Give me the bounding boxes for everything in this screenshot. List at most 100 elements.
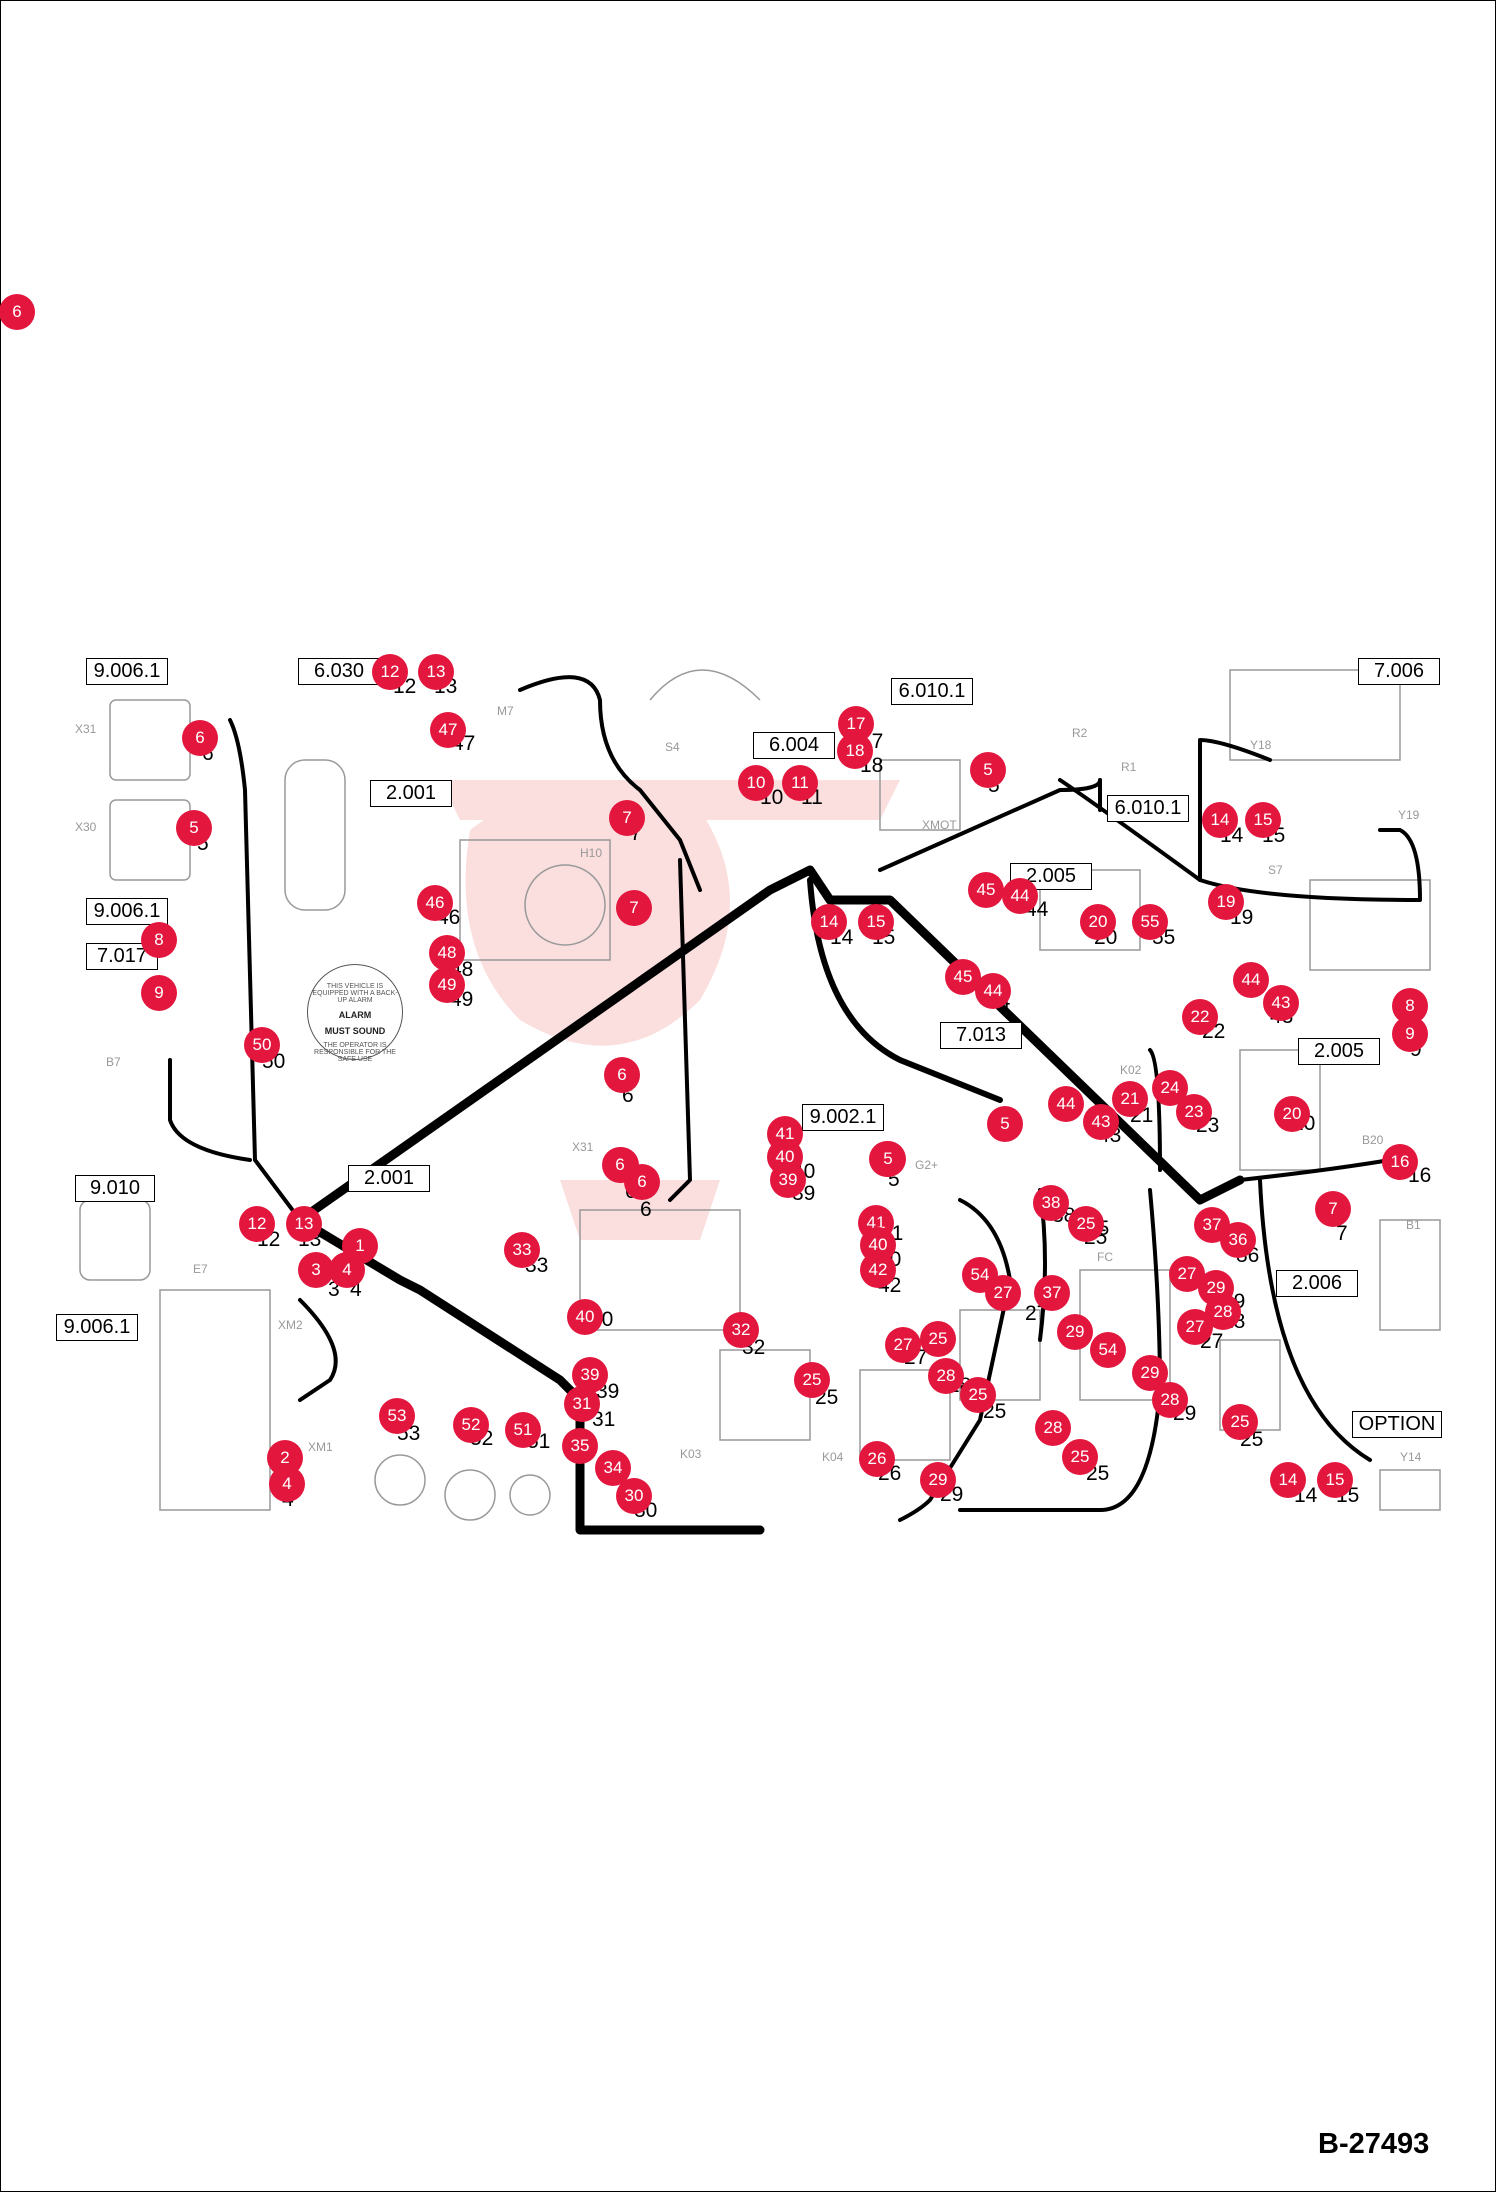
callout[interactable]: 11 [782, 765, 818, 801]
callout[interactable]: 31 [564, 1386, 600, 1422]
callout[interactable]: 20 [1080, 904, 1116, 940]
callout[interactable]: 44 [1233, 962, 1269, 998]
callout[interactable]: 22 [1182, 999, 1218, 1035]
callout[interactable]: 35 [562, 1428, 598, 1464]
callout[interactable]: 9 [141, 975, 177, 1011]
callout[interactable]: 6 [602, 1147, 638, 1183]
harness [168, 675, 1422, 1535]
reference-box: 7.006 [1358, 658, 1440, 685]
callout[interactable]: 38 [1033, 1185, 1069, 1221]
callout[interactable]: 48 [429, 935, 465, 971]
callout[interactable]: 40 [567, 1299, 603, 1335]
callout[interactable]: 28 [928, 1358, 964, 1394]
callout[interactable]: 8 [141, 922, 177, 958]
callout[interactable]: 4 [329, 1252, 365, 1288]
callout[interactable]: 44 [975, 973, 1011, 1009]
alarm-decal-line1: ALARM [338, 1010, 372, 1020]
callout[interactable]: 36 [1220, 1222, 1256, 1258]
callout[interactable]: 7 [1315, 1191, 1351, 1227]
callout[interactable]: 13 [418, 654, 454, 690]
component-label: XM2 [278, 1318, 303, 1332]
callout[interactable]: 49 [429, 967, 465, 1003]
callout[interactable]: 15 [1317, 1462, 1353, 1498]
part-number: 4 [350, 1278, 362, 1301]
callout[interactable]: 9 [1392, 1016, 1428, 1052]
callout[interactable]: 30 [616, 1478, 652, 1514]
callout[interactable]: 13 [286, 1206, 322, 1242]
reference-box: 6.004 [753, 732, 835, 759]
callout[interactable]: 3 [298, 1252, 334, 1288]
component-label: K04 [822, 1450, 844, 1464]
callout[interactable]: 53 [379, 1398, 415, 1434]
callout[interactable]: 20 [1274, 1096, 1310, 1132]
component-label: R1 [1121, 760, 1137, 774]
callout[interactable]: 55 [1132, 904, 1168, 940]
callout[interactable]: 25 [1222, 1404, 1258, 1440]
callout[interactable]: 43 [1263, 985, 1299, 1021]
callout[interactable]: 43 [1083, 1104, 1119, 1140]
callout[interactable]: 29 [920, 1462, 956, 1498]
reference-box: 9.006.1 [86, 898, 168, 925]
callout[interactable]: 45 [968, 872, 1004, 908]
callout[interactable]: 27 [985, 1275, 1021, 1311]
callout[interactable]: 12 [372, 654, 408, 690]
callout[interactable]: 47 [430, 712, 466, 748]
drawing-number: B-27493 [1318, 2128, 1430, 2160]
callout[interactable]: 14 [811, 904, 847, 940]
callout[interactable]: 24 [1152, 1070, 1188, 1106]
callout[interactable]: 25 [920, 1321, 956, 1357]
callout[interactable]: 6 [604, 1057, 640, 1093]
callout[interactable]: 19 [1208, 884, 1244, 920]
callout[interactable]: 52 [453, 1407, 489, 1443]
callout[interactable]: 27 [1177, 1309, 1213, 1345]
component-label: Y14 [1400, 1450, 1422, 1464]
callout[interactable]: 28 [1035, 1410, 1071, 1446]
callout[interactable]: 6 [0, 294, 35, 330]
callout[interactable]: 6 [182, 720, 218, 756]
callout[interactable]: 25 [960, 1377, 996, 1413]
callout[interactable]: 33 [504, 1232, 540, 1268]
callout[interactable]: 23 [1176, 1094, 1212, 1130]
callout[interactable]: 15 [1245, 802, 1281, 838]
callout[interactable]: 5 [987, 1106, 1023, 1142]
callout[interactable]: 26 [859, 1441, 895, 1477]
callout[interactable]: 42 [860, 1252, 896, 1288]
callout[interactable]: 54 [1090, 1332, 1126, 1368]
callout[interactable]: 6 [624, 1164, 660, 1200]
callout[interactable]: 50 [244, 1027, 280, 1063]
part-number: 6 [622, 1084, 634, 1107]
callout[interactable]: 44 [1048, 1086, 1084, 1122]
reference-box: 9.010 [75, 1175, 155, 1202]
reference-box: 2.005 [1010, 863, 1092, 890]
callout[interactable]: 28 [1152, 1382, 1188, 1418]
callout[interactable]: 18 [837, 733, 873, 769]
callout[interactable]: 7 [616, 890, 652, 926]
callout[interactable]: 25 [794, 1362, 830, 1398]
callout[interactable]: 44 [1002, 878, 1038, 914]
callout[interactable]: 7 [609, 800, 645, 836]
callout[interactable]: 5 [970, 752, 1006, 788]
callout[interactable]: 5 [870, 1141, 906, 1177]
callout[interactable]: 21 [1112, 1081, 1148, 1117]
callout[interactable]: 27 [885, 1327, 921, 1363]
callout[interactable]: 15 [858, 904, 894, 940]
callout[interactable]: 16 [1382, 1144, 1418, 1180]
callout[interactable]: 25 [1062, 1439, 1098, 1475]
component-label: Y19 [1398, 808, 1420, 822]
callout[interactable]: 14 [1202, 802, 1238, 838]
callout[interactable]: 12 [239, 1206, 275, 1242]
callout[interactable]: 4 [269, 1466, 305, 1502]
callout[interactable]: 14 [1270, 1462, 1306, 1498]
callout[interactable]: 37 [1194, 1207, 1230, 1243]
reference-box: 2.005 [1298, 1038, 1380, 1065]
callout[interactable]: 29 [1057, 1314, 1093, 1350]
watermark [440, 780, 900, 1240]
callout[interactable]: 46 [417, 885, 453, 921]
callout[interactable]: 37 [1034, 1275, 1070, 1311]
callout[interactable]: 32 [723, 1312, 759, 1348]
callout[interactable]: 39 [770, 1162, 806, 1198]
callout[interactable]: 10 [738, 765, 774, 801]
callout[interactable]: 25 [1068, 1206, 1104, 1242]
callout[interactable]: 51 [505, 1412, 541, 1448]
callout[interactable]: 5 [176, 810, 212, 846]
